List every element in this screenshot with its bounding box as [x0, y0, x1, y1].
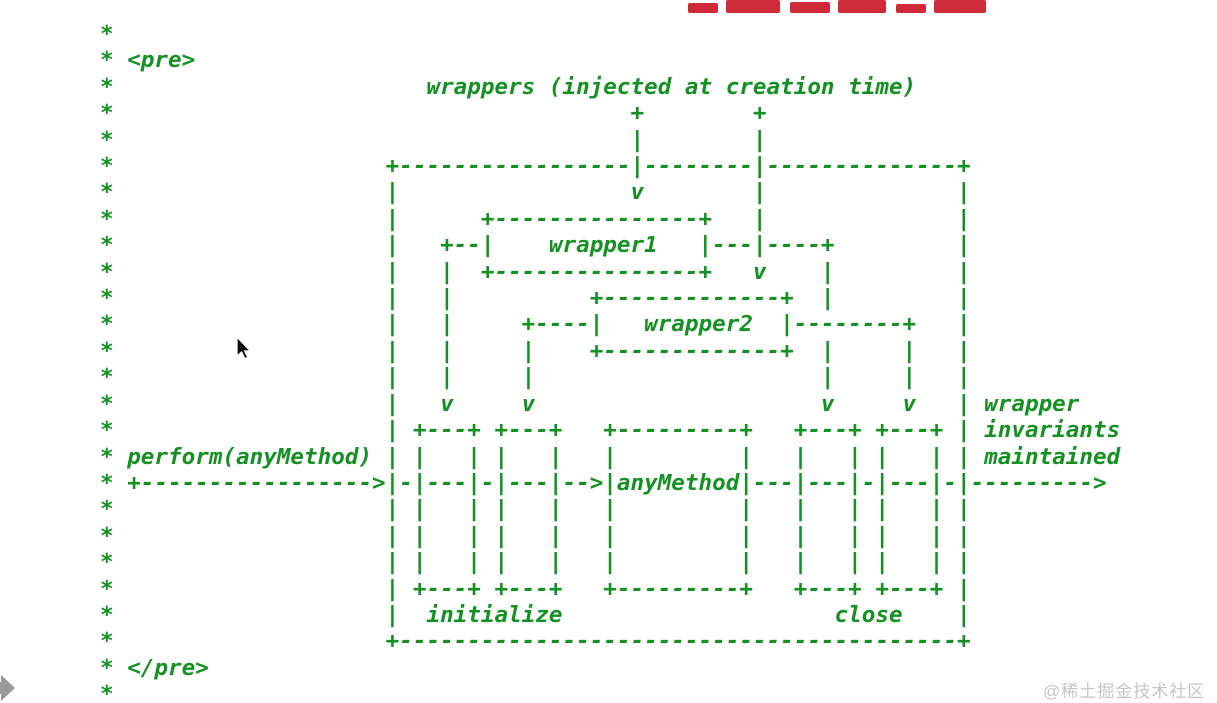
side-nav-arrow-icon[interactable]	[0, 674, 26, 702]
title-glyph-fragment	[934, 0, 986, 13]
watermark: @稀土掘金技术社区	[1043, 682, 1206, 701]
clipped-red-title	[0, 0, 1217, 14]
title-glyph-fragment	[896, 4, 926, 13]
title-glyph-fragment	[838, 0, 886, 13]
mouse-cursor-icon	[236, 336, 252, 360]
javadoc-ascii-wrapper-diagram: * * <pre> * wrappers (injected at creati…	[100, 21, 1121, 703]
title-glyph-fragment	[726, 0, 780, 13]
title-glyph-fragment	[790, 2, 830, 13]
title-glyph-fragment	[688, 3, 718, 13]
